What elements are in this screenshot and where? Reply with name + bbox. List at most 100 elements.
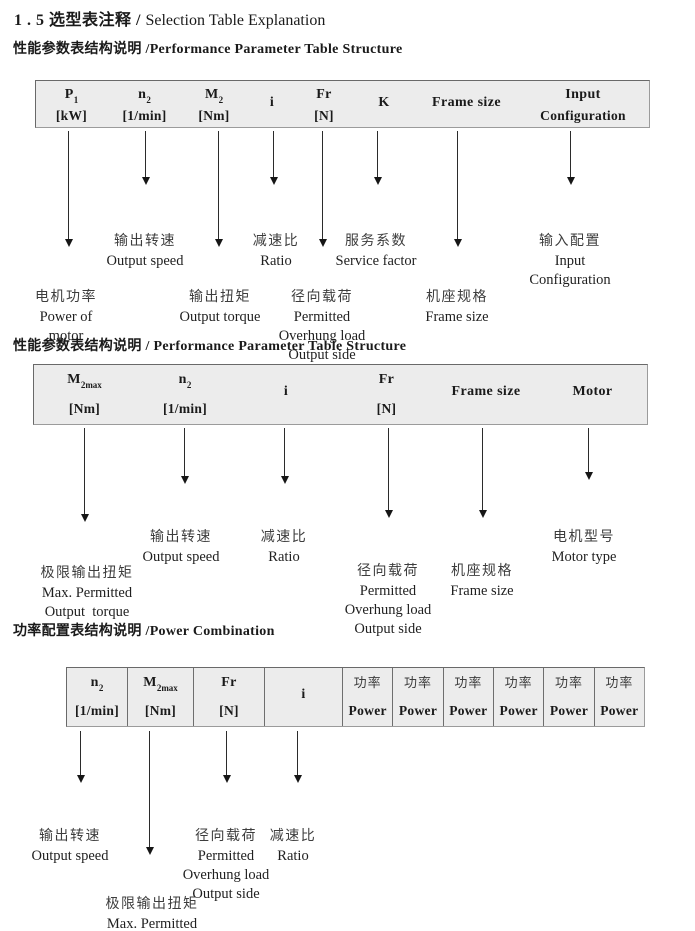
- down-arrow: [384, 428, 393, 518]
- column-symbol: Fr: [221, 675, 237, 690]
- column-power-6: 功率 Power: [593, 668, 644, 726]
- down-arrow: [145, 731, 154, 855]
- page-title: 1 . 5 选型表注释 / Selection Table Explanatio…: [14, 6, 325, 30]
- column-unit: [N]: [376, 401, 397, 416]
- column-fr: Fr [N]: [337, 365, 436, 424]
- column-power-1: 功率 Power: [342, 668, 392, 726]
- column-symbol: 功率: [605, 675, 634, 690]
- column-unit: [1/min]: [74, 703, 120, 718]
- down-arrow: [269, 131, 278, 185]
- column-symbol: Frame size: [451, 384, 521, 400]
- column-symbol: K: [378, 95, 390, 110]
- column-unit: [N]: [219, 703, 239, 718]
- column-symbol: Input: [565, 87, 601, 102]
- column-unit: [N]: [314, 107, 334, 123]
- column-power-4: 功率 Power: [492, 668, 543, 726]
- column-symbol: Fr: [378, 372, 395, 387]
- down-arrow: [453, 131, 462, 247]
- column-n2: n2 [1/min]: [107, 81, 182, 130]
- column-fr: Fr [N]: [193, 668, 264, 726]
- down-arrow: [80, 428, 89, 522]
- column-unit: [1/min]: [162, 401, 208, 416]
- down-arrow: [318, 131, 327, 247]
- column-frame-size: Frame size: [436, 365, 536, 424]
- power-combination-table: n2 [1/min] M2max [Nm] Fr [N] i 功率 Power …: [66, 667, 645, 727]
- down-arrow: [566, 131, 575, 185]
- down-arrow: [180, 428, 189, 484]
- down-arrow: [373, 131, 382, 185]
- down-arrow: [76, 731, 85, 783]
- column-symbol: M2: [204, 87, 224, 105]
- column-unit: Power: [449, 703, 488, 718]
- column-m2max: M2max [Nm]: [34, 365, 135, 424]
- column-symbol: n2: [138, 87, 151, 105]
- column-unit: Configuration: [540, 107, 626, 123]
- column-unit: Power: [499, 703, 538, 718]
- column-i: i: [246, 81, 298, 130]
- column-power-3: 功率 Power: [442, 668, 493, 726]
- column-unit: [kW]: [55, 107, 88, 123]
- column-motor: Motor: [536, 365, 649, 424]
- column-p1: P1 [kW]: [36, 81, 107, 130]
- column-power-2: 功率 Power: [392, 668, 442, 726]
- column-unit: Power: [549, 703, 589, 718]
- column-m2: M2 [Nm]: [182, 81, 246, 130]
- column-input-configuration: Input Configuration: [515, 81, 651, 130]
- down-arrow: [584, 428, 593, 480]
- down-arrow: [214, 131, 223, 247]
- down-arrow: [222, 731, 231, 783]
- down-arrow: [64, 131, 73, 247]
- down-arrow: [141, 131, 150, 185]
- column-symbol: i: [269, 95, 275, 110]
- column-symbol: n2: [178, 372, 192, 390]
- down-arrow: [478, 428, 487, 518]
- performance-table-2: M2max [Nm] n2 [1/min] i Fr [N] Frame siz…: [33, 364, 648, 425]
- column-unit: [Nm]: [68, 401, 101, 416]
- column-frame-size: Frame size: [418, 81, 515, 130]
- down-arrow: [280, 428, 289, 484]
- column-symbol: Fr: [316, 87, 332, 102]
- column-unit: Power: [398, 703, 438, 718]
- performance-table-1: P1 [kW] n2 [1/min] M2 [Nm] i Fr [N] K Fr…: [35, 80, 650, 128]
- column-symbol: M2max: [67, 372, 102, 390]
- column-m2max: M2max [Nm]: [127, 668, 193, 726]
- column-symbol: 功率: [504, 675, 533, 690]
- section3-heading: 功率配置表结构说明 /Power Combination: [13, 624, 275, 639]
- section2-heading: 性能参数表结构说明 / Performance Parameter Table …: [13, 339, 407, 354]
- column-unit: [1/min]: [122, 107, 167, 123]
- column-i: i: [264, 668, 342, 726]
- column-symbol: Motor: [572, 384, 613, 400]
- column-symbol: 功率: [353, 675, 382, 690]
- page-title-en: Selection Table Explanation: [145, 12, 326, 29]
- column-i: i: [235, 365, 337, 424]
- column-unit: Power: [600, 703, 639, 718]
- column-symbol: n2: [90, 675, 104, 693]
- column-unit: [Nm]: [198, 107, 230, 123]
- column-symbol: 功率: [454, 675, 483, 690]
- column-n2: n2 [1/min]: [67, 668, 127, 726]
- column-k: K: [350, 81, 418, 130]
- column-fr: Fr [N]: [298, 81, 350, 130]
- column-unit: [Nm]: [144, 703, 177, 718]
- page-title-zh: 1 . 5 选型表注释 /: [14, 12, 146, 29]
- column-symbol: M2max: [143, 675, 178, 693]
- column-symbol: i: [301, 686, 306, 702]
- column-power-5: 功率 Power: [543, 668, 593, 726]
- section1-heading: 性能参数表结构说明 /Performance Parameter Table S…: [13, 42, 403, 57]
